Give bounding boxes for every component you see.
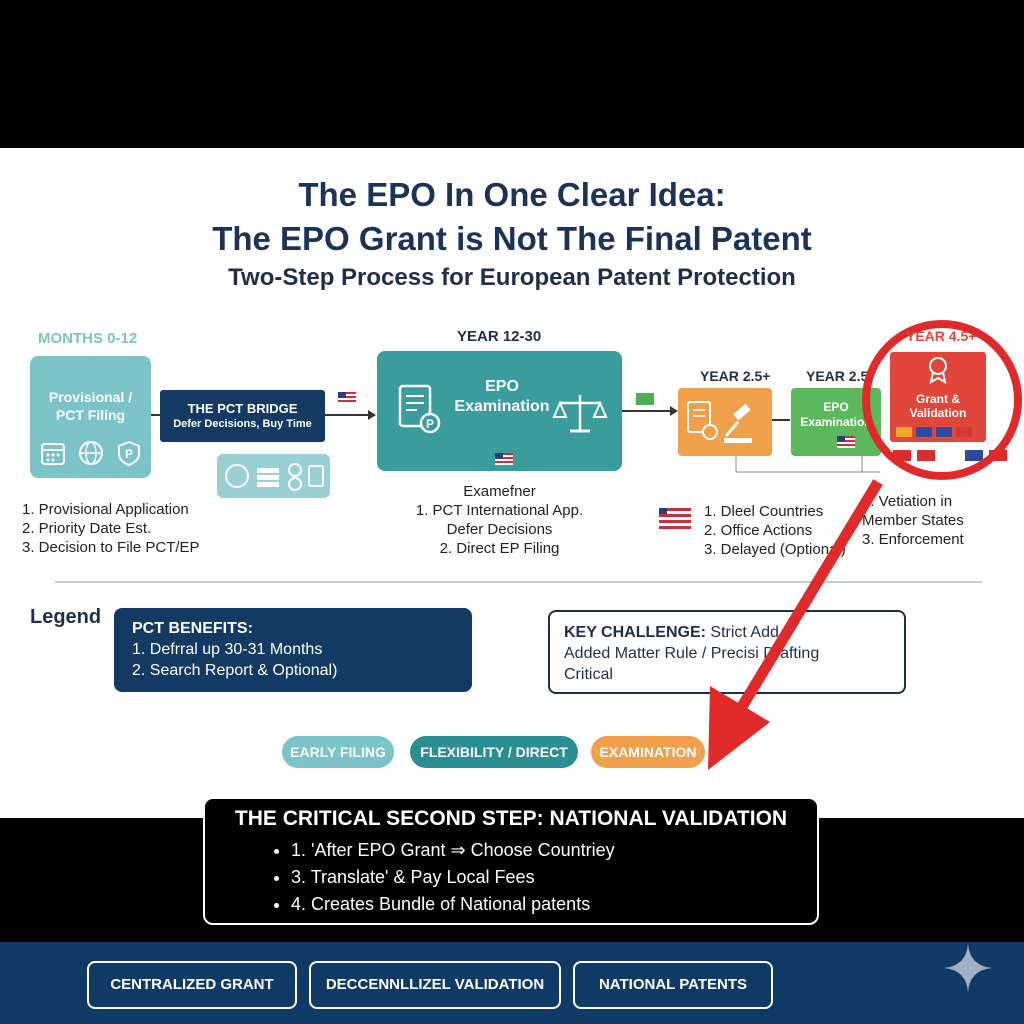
year25-item-2: 2. Office Actions [704, 522, 813, 539]
us-flag-large-icon [659, 508, 691, 530]
us-flag-icon [338, 392, 356, 404]
critical-step-title: THE CRITICAL SECOND STEP: NATIONAL VALID… [234, 807, 788, 830]
year-45-label: YEAR 4.5+ [906, 328, 977, 344]
flag-icon [917, 450, 935, 461]
globe-icon [78, 441, 103, 465]
pct-benefits-box: PCT BENEFITS: 1. Defrral up 30-31 Months… [114, 608, 472, 692]
grant-title: Grant & Validation [909, 392, 967, 420]
patent-shield-icon: P [117, 440, 140, 466]
centralized-grant-button[interactable]: CENTRALIZED GRANT [87, 961, 297, 1009]
epo-exam-item-1: 1. PCT International App. [415, 502, 584, 519]
grant-item-1: 1. Vetiation in [862, 493, 953, 510]
provisional-item-2: 2. Priority Date Est. [22, 520, 152, 537]
year25-item-3: 3. Delayed (Optional) [704, 541, 846, 558]
provisional-title: Provisional / PCT Filing [48, 389, 133, 423]
pct-benefits-title: PCT BENEFITS: [132, 620, 253, 637]
small-epo-title: EPO Examination [800, 400, 872, 429]
pill-flexibility: FLEXIBILITY / DIRECT [410, 736, 578, 768]
finance-icons [225, 463, 324, 491]
epo-exam-item-2: Defer Decisions [446, 521, 553, 538]
decentralized-validation-button[interactable]: DECCENNLLIZEL VALIDATION [309, 961, 561, 1009]
provisional-item-3: 3. Decision to File PCT/EP [22, 539, 200, 556]
pct-icons-panel [217, 454, 330, 498]
title-line-2: The EPO Grant is Not The Final Patent [212, 220, 812, 257]
green-flag-icon [636, 393, 654, 405]
year-25a-label: YEAR 2.5+ [700, 368, 771, 384]
svg-text:P: P [426, 417, 434, 431]
months-label: MONTHS 0-12 [38, 330, 138, 347]
flag-icon [965, 450, 983, 461]
provisional-box: Provisional / PCT Filing P [30, 356, 151, 478]
critical-item-3: 4. Creates Bundle of National patents [291, 891, 817, 918]
key-challenge-line2: Added Matter Rule / Precisi Drafting [564, 645, 820, 662]
grant-caption: 1. Vetiation in Member States 3. Enforce… [862, 492, 964, 549]
critical-step-box: THE CRITICAL SECOND STEP: NATIONAL VALID… [203, 797, 819, 925]
epo-exam-box: EPO Examination P [377, 351, 622, 471]
pill-early-filing: EARLY FILING [282, 736, 394, 768]
legend-label: Legend [30, 606, 102, 628]
key-challenge-text: Strict Add [710, 624, 779, 641]
grant-item-3: 3. Enforcement [862, 531, 964, 548]
epo-exam-item-3: 2. Direct EP Filing [439, 540, 560, 557]
critical-item-2: 3. Translate' & Pay Local Fees [291, 864, 817, 891]
year-25b-label: YEAR 2.5 [806, 368, 869, 384]
key-challenge-title: KEY CHALLENGE: [564, 624, 706, 641]
epo-exam-title: EPO Examination [454, 378, 550, 415]
national-patents-button[interactable]: NATIONAL PATENTS [573, 961, 773, 1009]
provisional-caption: 1. Provisional Application 2. Priority D… [22, 500, 200, 557]
us-flag-icon [495, 453, 513, 465]
flag-icon [893, 450, 911, 461]
slide-panel [0, 148, 1024, 818]
flag-icon [896, 427, 912, 437]
year25-item-1: 1. Dleel Countries [704, 503, 824, 520]
pct-bridge-box: THE PCT BRIDGE Defer Decisions, Buy Time [160, 390, 325, 442]
grant-validation-box: Grant & Validation [890, 352, 986, 442]
calendar-icon [40, 443, 65, 465]
epo-exam-caption: Examefner 1. PCT International App. Defe… [377, 482, 622, 558]
year25-caption: 1. Dleel Countries 2. Office Actions 3. … [704, 502, 846, 559]
orange-filing-box [678, 388, 772, 456]
critical-item-1: 1. 'After EPO Grant ⇒ Choose Countriey [291, 837, 817, 864]
sparkle-icon [944, 944, 992, 992]
award-ribbon-icon [929, 357, 947, 384]
epo-exam-caption-head: Examefner [463, 483, 536, 500]
flag-icon [956, 427, 972, 437]
us-flag-icon [837, 436, 855, 448]
pct-bridge-title: THE PCT BRIDGE [187, 401, 298, 416]
key-challenge-box: KEY CHALLENGE: Strict Add Added Matter R… [548, 610, 906, 694]
grant-item-2: Member States [862, 512, 964, 529]
document-patent-icon: P [398, 384, 441, 434]
year-12-label: YEAR 12-30 [457, 328, 542, 345]
pct-benefit-1: 1. Defrral up 30-31 Months [132, 641, 323, 658]
flag-icon [936, 427, 952, 437]
pct-benefit-2: 2. Search Report & Optional) [132, 662, 338, 679]
eu-flags-row [896, 427, 972, 437]
title-line-1: The EPO In One Clear Idea: [298, 176, 726, 213]
scales-icon [552, 395, 608, 433]
key-challenge-line3: Critical [564, 666, 613, 683]
flag-icon [916, 427, 932, 437]
pct-bridge-subtitle: Defer Decisions, Buy Time [173, 418, 312, 430]
doc-gavel-icon [687, 401, 752, 443]
pill-examination: EXAMINATION [591, 736, 705, 768]
subtitle: Two-Step Process for European Patent Pro… [228, 264, 796, 291]
provisional-item-1: 1. Provisional Application [22, 501, 189, 518]
svg-text:P: P [125, 447, 133, 461]
